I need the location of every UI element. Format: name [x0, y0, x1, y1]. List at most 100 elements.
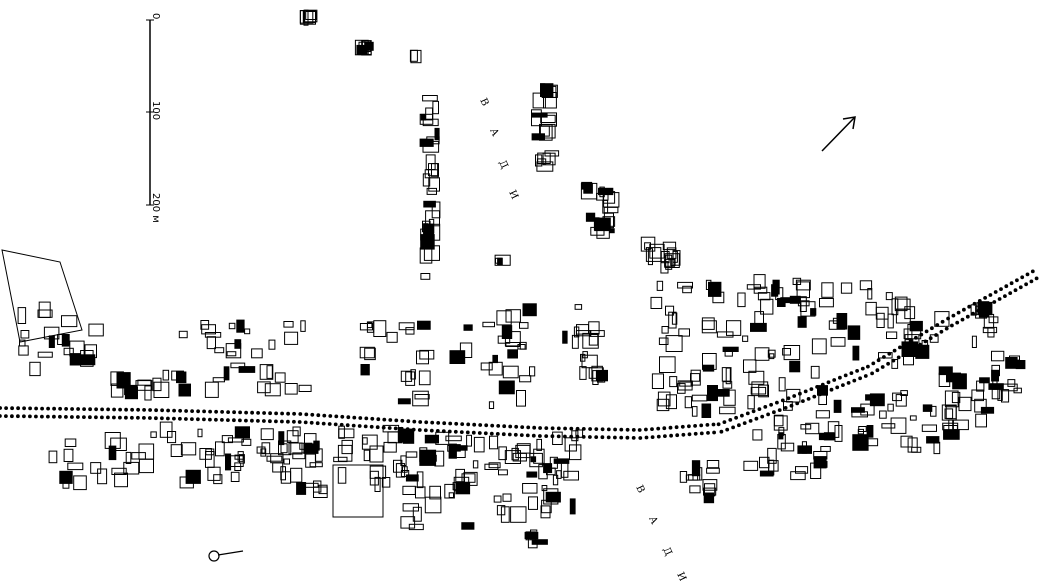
building-outline [691, 460, 701, 477]
railway-sleeper-dot [52, 414, 56, 419]
building-outline [575, 429, 584, 438]
building-outline [1000, 383, 1018, 392]
railway-sleeper-dot [334, 414, 339, 419]
building-outline [656, 280, 664, 291]
building-outline [644, 242, 651, 250]
railway-sleeper-dot [783, 406, 788, 410]
building-outline [337, 467, 347, 484]
building-outline [895, 308, 911, 324]
building-outline [750, 322, 767, 332]
railway-sleeper-dot [606, 435, 611, 440]
railway-sleeper-dot [376, 417, 381, 422]
railway-sleeper-dot [429, 428, 434, 433]
building-outline [819, 298, 834, 308]
building-outline [260, 448, 267, 457]
building-outline [892, 392, 902, 402]
railway-sleeper-dot [430, 420, 435, 425]
building-outline [797, 316, 807, 328]
railway-sleeper-dot [52, 406, 56, 411]
railway-sleeper-dot [775, 400, 779, 405]
building-outline [941, 404, 957, 421]
railway-sleeper-dot [950, 323, 954, 328]
railway-sleeper-dot [82, 407, 86, 411]
building-outline [702, 364, 715, 372]
railway-sleeper-dot [870, 371, 874, 376]
building-outline [866, 425, 874, 438]
building-outline [677, 383, 686, 394]
railway-sleeper-dot [871, 361, 876, 366]
railway-sleeper-dot [786, 396, 791, 401]
building-outline [929, 334, 939, 343]
railway-sleeper-dot [892, 348, 897, 353]
building-outline [907, 437, 918, 453]
building-outline [865, 301, 877, 316]
railway-sleeper-dot [550, 426, 555, 431]
building-outline [510, 506, 527, 523]
building-outline [571, 430, 579, 442]
building-outline [817, 385, 828, 396]
railway-sleeper-dot [178, 408, 183, 413]
railway-sleeper-dot [993, 290, 998, 294]
building-outline [215, 441, 225, 457]
railway-sleeper-dot [154, 416, 158, 421]
wadi-north-letter-1: В [477, 97, 490, 108]
building-outline [400, 516, 416, 529]
building-outline [767, 349, 776, 358]
building-outline [682, 285, 692, 294]
building-outline [976, 380, 985, 392]
building-outline [363, 449, 371, 462]
railway-sleeper-dot [315, 421, 320, 426]
building-outline [459, 445, 468, 451]
railway-sleeper-dot [619, 435, 624, 440]
railway-sleeper-dot [751, 409, 756, 414]
building-outline [466, 434, 473, 447]
railway-sleeper-dot [142, 416, 146, 420]
railway-sleeper-dot [94, 415, 98, 420]
building-outline [944, 390, 959, 408]
railway-sleeper-dot [699, 431, 704, 436]
wadi-label-north: В А Д И [477, 97, 520, 202]
building-outline [1009, 355, 1020, 361]
railway-sleeper-dot [352, 415, 357, 420]
railway-sleeper-dot [507, 432, 512, 437]
railway-sleeper-dot [172, 408, 177, 413]
building-outline [305, 453, 317, 468]
building-outline [783, 345, 801, 361]
railway-sleeper-dot [214, 417, 218, 422]
building-outline [225, 453, 232, 471]
building-outline [138, 458, 154, 474]
building-outline [150, 431, 157, 438]
scale-bar: 0 100 200 м [146, 13, 161, 223]
building-outline [256, 446, 266, 454]
railway-sleeper-dot [286, 419, 290, 424]
railway-sleeper-dot [734, 415, 738, 420]
building-outline [314, 448, 323, 462]
building-outline [530, 529, 538, 540]
building-outline [435, 431, 450, 445]
railway-sleeper-dot [340, 414, 345, 419]
railway-sleeper-dot [841, 383, 845, 387]
railway-sleeper-dot [737, 423, 741, 428]
building-outline [284, 383, 298, 395]
building-outline [278, 431, 285, 446]
railway-sleeper-dot [763, 405, 768, 409]
railway-sleeper-dot [166, 408, 171, 413]
railway-sleeper-dot [1034, 276, 1039, 281]
railway-sleeper-dot [1020, 275, 1025, 280]
building-outline [73, 475, 87, 491]
railway-sleeper-dot [496, 424, 501, 428]
building-outline [540, 505, 551, 519]
building-outline [114, 472, 128, 488]
building-outline [80, 354, 96, 366]
railway-sleeper-dot [846, 381, 851, 385]
railway-sleeper-dot [40, 406, 44, 411]
railway-sleeper-dot [256, 411, 260, 415]
railway-sleeper-dot [274, 419, 278, 424]
building-outline [425, 210, 441, 227]
building-outline [313, 486, 328, 498]
building-outline [665, 305, 675, 316]
building-outline [690, 373, 701, 382]
building-outline [299, 10, 314, 24]
building-outline [178, 383, 191, 397]
